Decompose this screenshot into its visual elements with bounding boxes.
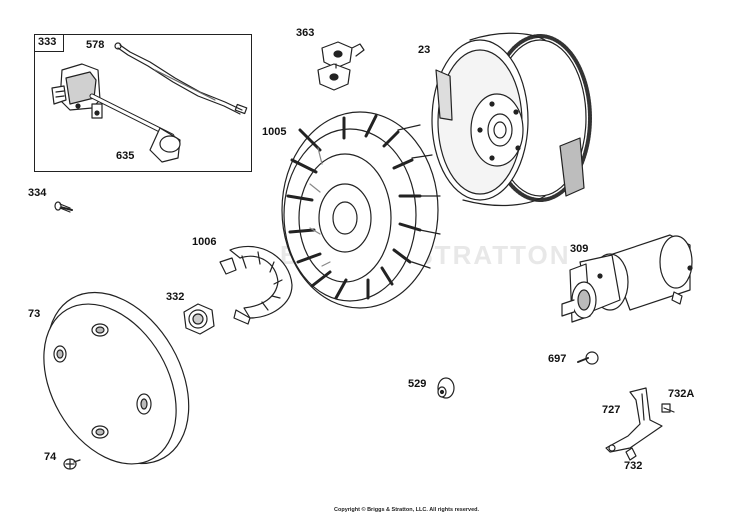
part-number-333: 333: [38, 36, 57, 48]
part-number-727: 727: [602, 404, 621, 416]
part-number-309: 309: [570, 243, 589, 255]
part-number-529: 529: [408, 378, 427, 390]
ground-wire-part: [114, 42, 248, 115]
grommet-part: [437, 377, 455, 399]
part-number-732: 732: [624, 460, 643, 472]
part-number-363: 363: [296, 27, 315, 39]
fan-part: [281, 111, 441, 309]
part-number-334: 334: [28, 187, 47, 199]
screw-732-part: [625, 447, 637, 461]
spacer-part: [317, 41, 365, 91]
part-number-74: 74: [44, 451, 57, 463]
part-number-1006: 1006: [192, 236, 217, 248]
copyright-footer: Copyright © Briggs & Stratton, LLC. All …: [334, 507, 480, 513]
screen-part: [219, 245, 293, 325]
part-number-73: 73: [28, 308, 41, 320]
kit-box-333: [34, 34, 252, 172]
blower-housing-cover-part: [43, 291, 190, 465]
ignition-armature-part: [51, 63, 181, 163]
screw-697-part: [577, 351, 599, 365]
part-number-635: 635: [116, 150, 135, 162]
flywheel-part: [431, 32, 592, 207]
screw-74-part: [63, 458, 81, 470]
kit-box-label-frame: [34, 34, 64, 52]
bracket-part: [605, 387, 663, 453]
nut-part: [183, 303, 215, 335]
starter-motor-part: [561, 234, 693, 323]
screw-334-part: [54, 201, 73, 213]
part-number-697: 697: [548, 353, 567, 365]
part-number-1005: 1005: [262, 126, 287, 138]
part-number-332: 332: [166, 291, 185, 303]
part-number-578: 578: [86, 39, 105, 51]
part-number-732a: 732A: [668, 388, 695, 400]
part-number-23: 23: [418, 44, 431, 56]
screw-732a-part: [661, 403, 675, 413]
